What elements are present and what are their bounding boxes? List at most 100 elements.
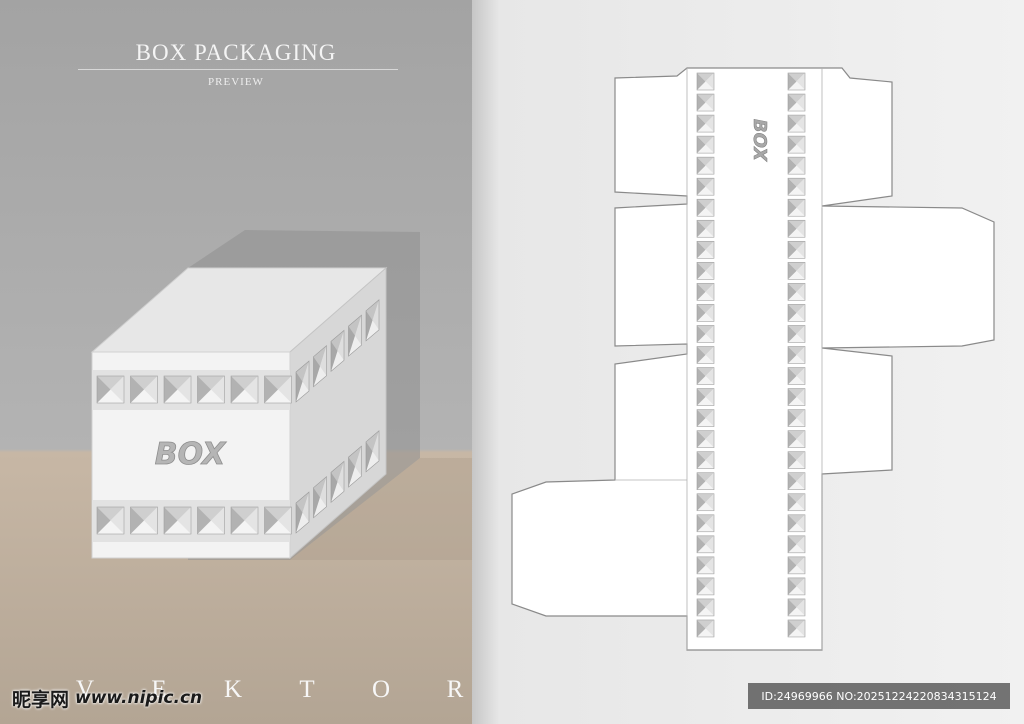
pattern-stud-face	[705, 451, 714, 469]
pattern-stud-face	[697, 430, 706, 448]
pattern-stud-face	[331, 472, 338, 503]
pattern-stud	[264, 375, 292, 404]
pattern-stud	[787, 114, 806, 133]
pattern-stud-face	[313, 356, 320, 387]
pattern-stud-face	[348, 457, 355, 488]
pattern-stud	[787, 262, 806, 280]
pattern-stud	[696, 304, 715, 322]
pattern-stud-face	[788, 409, 797, 427]
pattern-stud-face	[788, 367, 805, 377]
pattern-stud-face	[313, 497, 327, 518]
pattern-stud	[696, 577, 715, 596]
pattern-stud-face	[697, 472, 706, 490]
pattern-stud-face	[788, 354, 805, 364]
pattern-stud	[787, 556, 806, 575]
pattern-stud	[696, 430, 715, 448]
dieline-left-pattern-strip	[696, 72, 715, 638]
pattern-stud-face	[697, 388, 714, 398]
pattern-stud-face	[697, 241, 706, 259]
pattern-stud-face	[788, 228, 805, 238]
pattern-stud-face	[705, 220, 714, 238]
pattern-stud-face	[697, 451, 706, 469]
pattern-stud-face	[788, 598, 805, 608]
pattern-stud	[330, 460, 345, 504]
pattern-stud-face	[705, 556, 714, 574]
pattern-stud	[787, 198, 806, 217]
pattern-stud-face	[697, 291, 714, 301]
pattern-stud	[787, 219, 806, 238]
footer-letter: V	[75, 676, 95, 703]
pattern-stud-face	[796, 430, 805, 448]
pattern-stud-face	[697, 619, 714, 629]
pattern-stud	[96, 375, 125, 404]
pattern-stud-face	[788, 556, 797, 574]
pattern-stud-face	[788, 493, 797, 511]
pattern-stud-face	[796, 283, 805, 301]
pattern-stud-face	[348, 446, 362, 467]
pattern-stud-face	[177, 376, 191, 403]
pattern-stud-face	[97, 376, 124, 390]
pattern-stud-face	[164, 376, 191, 390]
pattern-stud-face	[788, 502, 805, 511]
pattern-stud-face	[796, 619, 805, 637]
pattern-stud-face	[197, 376, 211, 403]
pattern-stud	[696, 240, 715, 259]
pattern-stud-face	[796, 346, 805, 364]
pattern-stud-face	[197, 389, 225, 403]
pattern-stud-face	[705, 304, 714, 322]
pattern-stud-face	[697, 409, 706, 427]
pattern-stud-face	[697, 409, 714, 419]
pattern-stud-face	[796, 199, 805, 217]
pattern-stud-face	[788, 304, 805, 313]
pattern-stud-face	[313, 476, 327, 498]
pattern-stud-face	[796, 451, 805, 469]
pattern-stud-face	[796, 409, 805, 427]
pattern-stud-face	[331, 341, 338, 372]
pattern-stud	[295, 491, 310, 534]
pattern-stud-face	[788, 136, 805, 145]
pattern-stud-face	[231, 376, 245, 403]
pattern-stud-face	[697, 186, 714, 196]
pattern-stud-face	[313, 345, 327, 367]
pattern-stud-face	[788, 333, 805, 343]
pattern-stud-face	[278, 376, 292, 403]
pattern-stud-face	[796, 325, 805, 343]
pattern-stud-face	[796, 73, 805, 90]
pattern-stud-face	[788, 157, 805, 166]
pattern-stud	[197, 375, 225, 404]
pattern-stud-face	[211, 376, 225, 403]
pattern-stud-face	[796, 262, 805, 280]
pattern-stud-face	[697, 586, 714, 595]
pattern-stud-face	[130, 389, 158, 403]
page-title: BOX PACKAGING	[135, 40, 337, 65]
pattern-stud-face	[697, 102, 714, 112]
pattern-stud-face	[697, 73, 714, 82]
pattern-stud-face	[705, 94, 714, 112]
pattern-stud-face	[697, 136, 706, 154]
pattern-stud-face	[697, 472, 714, 482]
pattern-stud-face	[697, 165, 714, 175]
title-divider	[78, 69, 398, 70]
pattern-stud-face	[697, 312, 714, 322]
pattern-stud-face	[705, 367, 714, 385]
pattern-stud	[230, 375, 259, 404]
pattern-stud-face	[788, 514, 805, 524]
pattern-stud-face	[705, 430, 714, 448]
pattern-stud-face	[697, 577, 714, 587]
pattern-stud-face	[788, 178, 797, 196]
pattern-stud-face	[788, 220, 797, 238]
pattern-stud	[696, 114, 715, 133]
pattern-stud	[787, 304, 806, 322]
pattern-stud-face	[788, 619, 797, 637]
pattern-stud-face	[355, 446, 362, 477]
pattern-stud-face	[697, 123, 714, 133]
footer-letters: V E K T O R	[70, 676, 470, 704]
pattern-stud-face	[788, 136, 797, 154]
pattern-stud-face	[697, 333, 714, 343]
pattern-stud-face	[366, 441, 373, 472]
pattern-stud-face	[796, 115, 805, 133]
pattern-stud-face	[244, 376, 258, 403]
watermark-brand-text: 昵享网	[12, 688, 70, 711]
pattern-stud-face	[302, 361, 309, 391]
pattern-stud-face	[97, 520, 124, 534]
